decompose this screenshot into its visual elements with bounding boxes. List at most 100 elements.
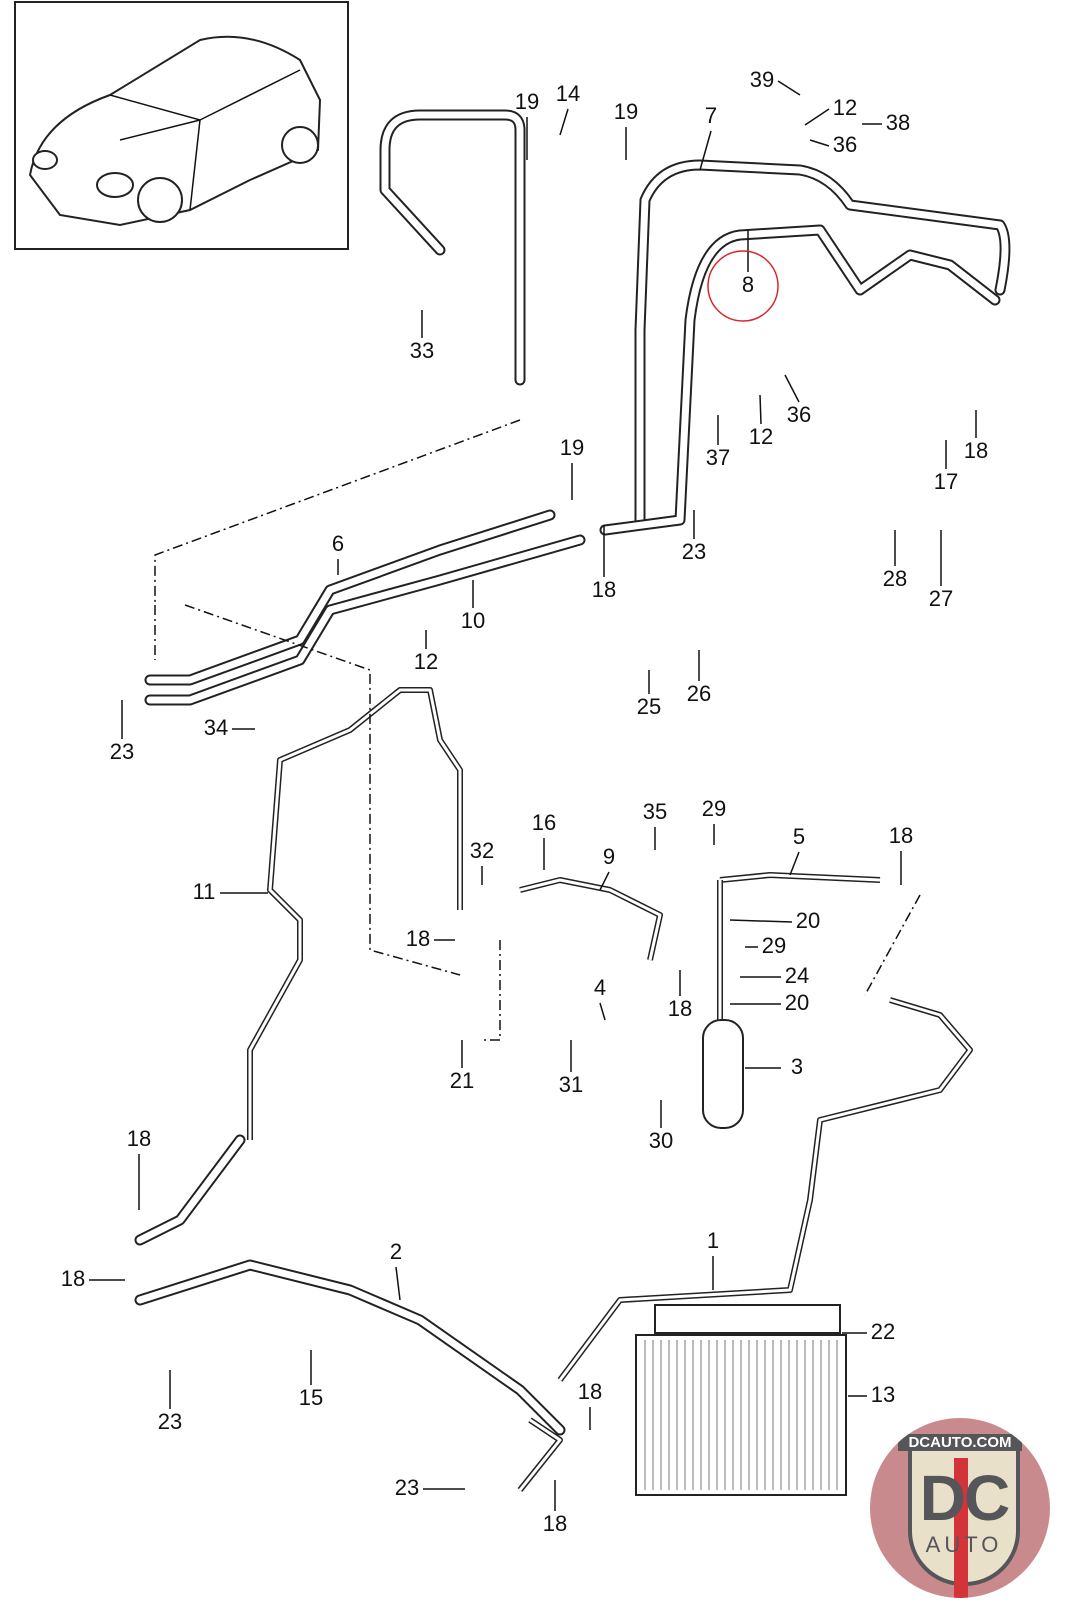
highlight-circle <box>707 250 779 322</box>
part-label[interactable]: 19 <box>560 435 584 460</box>
dashed-connector <box>864 894 921 996</box>
part-label[interactable]: 38 <box>886 110 910 135</box>
part-label[interactable]: 34 <box>204 715 228 740</box>
part-label[interactable]: 37 <box>706 445 730 470</box>
ac-hose-inner <box>601 226 999 534</box>
part-label[interactable]: 13 <box>871 1382 895 1407</box>
dashed-connector <box>184 604 461 976</box>
part-label[interactable]: 7 <box>705 103 717 128</box>
part-label[interactable]: 18 <box>592 577 616 602</box>
leader-line <box>599 1002 606 1021</box>
part-label[interactable]: 25 <box>637 694 661 719</box>
ac-hose-inner <box>136 1136 244 1244</box>
part-label[interactable]: 26 <box>687 681 711 706</box>
leader-line <box>599 871 610 891</box>
part-label[interactable]: 18 <box>406 926 430 951</box>
part-label[interactable]: 18 <box>127 1126 151 1151</box>
part-label[interactable]: 6 <box>332 531 344 556</box>
logo-letters: DC <box>919 1462 1010 1534</box>
dashed-connector <box>480 940 501 1041</box>
ac-pipe-inner <box>558 998 972 1381</box>
part-label[interactable]: 12 <box>414 649 438 674</box>
part-label[interactable]: 30 <box>649 1128 673 1153</box>
logo-bottom-text: AUTO <box>925 1532 1003 1557</box>
part-label[interactable]: 4 <box>594 975 606 1000</box>
part-label[interactable]: 28 <box>883 566 907 591</box>
part-label[interactable]: 22 <box>871 1319 895 1344</box>
leader-lines <box>89 80 977 1511</box>
part-label[interactable]: 18 <box>889 823 913 848</box>
part-label[interactable]: 16 <box>532 810 556 835</box>
leader-line <box>784 374 800 403</box>
leader-line <box>809 139 830 147</box>
part-label[interactable]: 29 <box>762 933 786 958</box>
condenser <box>635 1304 847 1496</box>
ac-hose-inner <box>146 536 584 704</box>
leader-line <box>789 851 800 876</box>
ac-pipe <box>247 687 463 1140</box>
part-label[interactable]: 2 <box>390 1239 402 1264</box>
receiver-drier <box>702 1019 744 1129</box>
car-thumbnail <box>14 1 349 250</box>
part-label[interactable]: 9 <box>603 844 615 869</box>
part-label[interactable]: 20 <box>785 990 809 1015</box>
logo-top-text: DCAUTO.COM <box>898 1434 1022 1451</box>
part-label[interactable]: 19 <box>515 89 539 114</box>
part-label[interactable]: 19 <box>614 99 638 124</box>
hoses-and-pipes <box>134 109 1011 1492</box>
part-label[interactable]: 36 <box>787 402 811 427</box>
part-label[interactable]: 23 <box>682 539 706 564</box>
part-label[interactable]: 33 <box>410 338 434 363</box>
leader-line <box>759 394 762 425</box>
leader-line <box>699 130 712 171</box>
part-label[interactable]: 18 <box>668 996 692 1021</box>
part-label[interactable]: 11 <box>193 879 216 904</box>
ac-hose-inner <box>636 161 1009 524</box>
leader-line <box>804 108 830 126</box>
part-label[interactable]: 27 <box>929 586 953 611</box>
leader-line <box>777 80 801 96</box>
ac-pipe-inner <box>719 873 881 882</box>
part-label[interactable]: 18 <box>543 1511 567 1536</box>
part-label[interactable]: 15 <box>299 1385 323 1410</box>
leader-line <box>559 108 569 136</box>
part-label[interactable]: 5 <box>793 824 805 849</box>
ac-hose <box>144 509 556 686</box>
part-label[interactable]: 14 <box>556 81 580 106</box>
dcauto-logo: DCAUTO.COM DC AUTO <box>870 1418 1050 1598</box>
ac-hose <box>379 109 526 386</box>
part-label[interactable]: 23 <box>158 1409 182 1434</box>
part-label[interactable]: 20 <box>796 908 820 933</box>
part-label[interactable]: 39 <box>750 67 774 92</box>
part-label[interactable]: 3 <box>791 1054 803 1079</box>
part-label[interactable]: 12 <box>749 424 773 449</box>
ac-pipe-inner <box>248 688 462 1140</box>
part-label[interactable]: 36 <box>833 132 857 157</box>
part-label[interactable]: 23 <box>110 739 134 764</box>
leader-line <box>395 1266 401 1301</box>
ac-hose-inner <box>146 511 554 684</box>
dashed-connector <box>154 419 521 660</box>
part-label[interactable]: 8 <box>742 272 754 297</box>
ac-hose-inner <box>136 1261 564 1434</box>
part-label[interactable]: 10 <box>461 608 485 633</box>
part-label[interactable]: 24 <box>785 963 809 988</box>
leader-line <box>729 919 793 923</box>
part-label[interactable]: 32 <box>470 838 494 863</box>
ac-pipe-inner <box>518 1418 562 1491</box>
ac-pipe <box>519 877 663 961</box>
part-label[interactable]: 12 <box>833 95 857 120</box>
part-label[interactable]: 23 <box>395 1475 419 1500</box>
ac-pipe-inner <box>519 878 662 961</box>
part-label[interactable]: 35 <box>643 799 667 824</box>
part-label[interactable]: 1 <box>707 1228 719 1253</box>
part-label[interactable]: 18 <box>578 1379 602 1404</box>
part-label[interactable]: 21 <box>450 1068 474 1093</box>
part-label[interactable]: 18 <box>61 1266 85 1291</box>
part-label[interactable]: 18 <box>964 438 988 463</box>
part-label[interactable]: 31 <box>559 1072 583 1097</box>
ac-hose-inner <box>381 111 524 384</box>
part-label[interactable]: 17 <box>934 469 958 494</box>
part-label[interactable]: 29 <box>702 796 726 821</box>
